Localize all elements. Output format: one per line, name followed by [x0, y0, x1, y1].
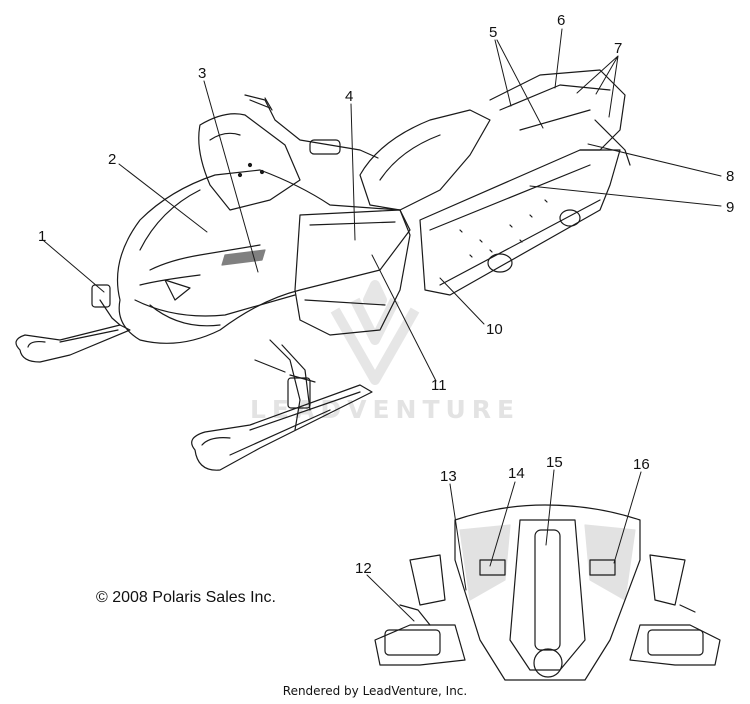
- front-suspension: [91, 284, 316, 431]
- tunnel: [419, 149, 621, 296]
- leader-lines: [43, 28, 722, 622]
- footer-rendered-by: Rendered by LeadVenture, Inc.: [282, 684, 468, 698]
- callout-5: 5: [489, 24, 497, 41]
- callout-3: 3: [198, 65, 206, 82]
- rear-rack: [489, 69, 631, 166]
- right-ski: [191, 384, 373, 471]
- callout-8: 8: [726, 168, 734, 185]
- callout-14: 14: [508, 465, 525, 482]
- callout-9: 9: [726, 199, 734, 216]
- callout-7: 7: [614, 40, 622, 57]
- callout-10: 10: [486, 321, 503, 338]
- callout-1: 1: [38, 228, 46, 245]
- callout-2: 2: [108, 151, 116, 168]
- copyright-notice: © 2008 Polaris Sales Inc.: [96, 589, 276, 606]
- callout-4: 4: [345, 88, 353, 105]
- windshield: [198, 113, 301, 211]
- callout-15: 15: [546, 454, 563, 471]
- handlebars: [244, 94, 379, 159]
- seat: [359, 109, 491, 211]
- callout-12: 12: [355, 560, 372, 577]
- callout-13: 13: [440, 468, 457, 485]
- callout-16: 16: [633, 456, 650, 473]
- side-panel: [294, 209, 411, 336]
- callout-labels: 1 2 3 4 5 6 7 8 9 10 11 12 13 14 15 16: [38, 12, 734, 577]
- callout-11: 11: [431, 377, 447, 394]
- front-view-inset: [374, 504, 721, 681]
- hood: [116, 169, 411, 344]
- left-ski: [15, 324, 131, 363]
- callout-6: 6: [557, 12, 565, 29]
